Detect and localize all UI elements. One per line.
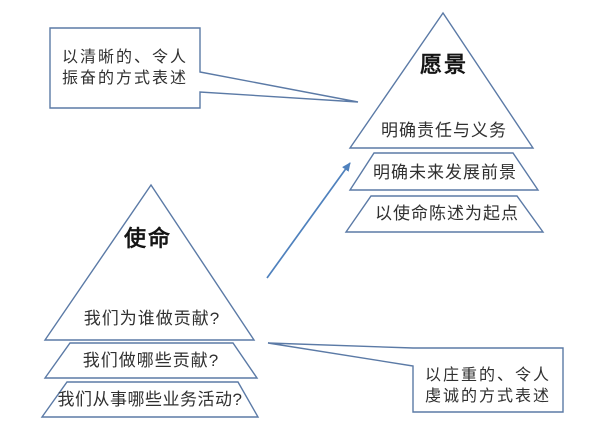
callout-mission-text: 以庄重的、令人 虔诚的方式表述 (425, 365, 551, 407)
vision-layer-bottom-shape (344, 195, 545, 233)
callout-vision-bubble (49, 27, 359, 109)
mission-layer-1-label: 我们为谁做贡献? (83, 308, 221, 328)
callout-mission-line-2: 虔诚的方式表述 (424, 388, 552, 405)
mission-layer-bottom-shape (40, 381, 260, 418)
mission-pyramid-title: 使命 (123, 225, 173, 251)
vision-pyramid-title: 愿景 (419, 51, 469, 77)
mission-layer-top-shape (43, 183, 256, 341)
callout-mission-bubble (267, 342, 564, 413)
callout-vision-line-2: 振奋的方式表述 (61, 70, 189, 87)
arrow-mission-to-vision (266, 162, 351, 279)
callout-mission-line-1: 以庄重的、令人 (424, 367, 552, 384)
vision-pyramid-shape (344, 11, 545, 233)
mission-pyramid-shape (40, 183, 260, 418)
vision-layer-2-label: 明确未来发展前景 (373, 162, 517, 182)
vision-layer-top-shape (348, 11, 535, 149)
callout-vision-text: 以清晰的、令人 振奋的方式表述 (62, 47, 188, 89)
vision-layer-mid-shape (348, 152, 540, 191)
mission-layer-mid-shape (43, 342, 259, 379)
mission-layer-3-label: 我们从事哪些业务活动? (57, 389, 243, 409)
callout-vision-line-1: 以清晰的、令人 (61, 49, 189, 66)
vision-layer-3-label: 以使命陈述为起点 (375, 203, 519, 223)
mission-layer-2-label: 我们做哪些贡献? (82, 350, 220, 370)
vision-layer-1-label: 明确责任与义务 (381, 120, 507, 140)
